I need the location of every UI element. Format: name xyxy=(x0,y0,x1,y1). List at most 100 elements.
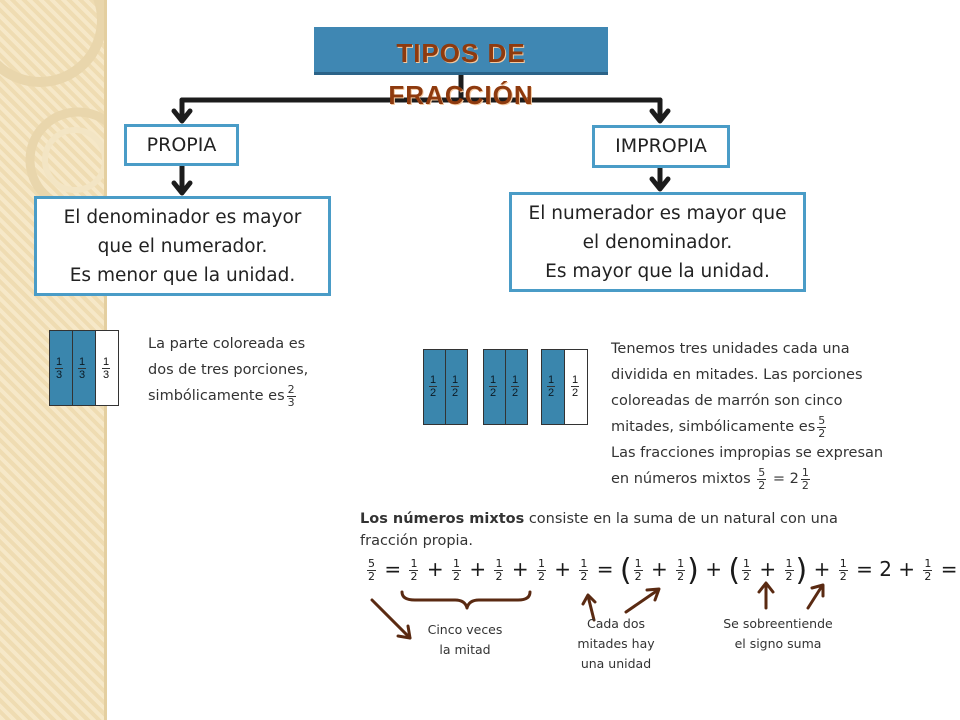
propia-description: La parte coloreada es dos de tres porcio… xyxy=(148,331,328,409)
note-line: el signo suma xyxy=(734,636,822,651)
equals-sign: = xyxy=(596,557,614,581)
propia-label: PROPIA xyxy=(146,134,217,156)
note-line: mitades hay xyxy=(577,636,655,651)
impropia-label-box: IMPROPIA xyxy=(592,125,730,168)
plus-sign: + xyxy=(469,557,487,581)
fraction-numerator: 5 xyxy=(757,465,767,480)
fraction-denominator: 2 xyxy=(368,570,375,583)
plus-sign: + xyxy=(426,557,444,581)
impropia-definition-line: El numerador es mayor que xyxy=(528,202,787,224)
propia-definition-line: El denominador es mayor xyxy=(63,206,302,228)
fraction-denominator: 2 xyxy=(743,570,751,583)
impropia-description-line: coloreadas de marrón son cinco xyxy=(611,393,843,409)
fraction-denominator: 2 xyxy=(410,570,418,583)
fraction-numerator: 1 xyxy=(742,557,752,571)
fraction-numerator: 1 xyxy=(579,557,589,571)
fraction-numerator: 1 xyxy=(409,557,419,571)
mixed-numbers-heading-line2: fracción propia. xyxy=(360,533,474,549)
paren-open: ( xyxy=(619,553,632,588)
fraction-denominator: 2 xyxy=(785,570,793,583)
paren-close: ) xyxy=(795,553,808,588)
plus-sign: + xyxy=(705,557,722,581)
fraction-numerator: 1 xyxy=(800,465,810,480)
fraction-numerator: 1 xyxy=(102,356,111,369)
fraction-numerator: 1 xyxy=(633,557,643,571)
fraction-numerator: 1 xyxy=(511,374,520,387)
propia-definition-box: El denominador es mayor que el numerador… xyxy=(34,196,331,296)
note-line: Se sobreentiende xyxy=(723,616,833,631)
note-cinco-veces: Cinco veces la mitad xyxy=(415,620,515,660)
diagram-title: TIPOS DE FRACCIÓN xyxy=(388,38,534,110)
fraction-numerator: 1 xyxy=(676,557,686,571)
paren-close: ) xyxy=(687,553,699,588)
equals-sign: = xyxy=(940,557,958,581)
fraction-denominator: 2 xyxy=(548,387,555,399)
fraction-denominator: 2 xyxy=(924,570,932,583)
fraction-numerator: 1 xyxy=(55,356,64,369)
propia-definition-line: que el numerador. xyxy=(97,235,268,257)
equals-sign: = xyxy=(384,557,402,581)
propia-label-box: PROPIA xyxy=(124,124,239,166)
fraction-denominator: 3 xyxy=(79,369,86,381)
fraction-numerator: 1 xyxy=(489,374,498,387)
mixed-numbers-heading: Los números mixtos consiste en la suma d… xyxy=(360,508,880,552)
fraction-numerator: 1 xyxy=(451,374,460,387)
fraction-denominator: 2 xyxy=(430,387,437,399)
note-line: Cinco veces xyxy=(427,622,503,637)
note-sobreentiende: Se sobreentiende el signo suma xyxy=(712,614,844,654)
fraction-denominator: 2 xyxy=(572,387,579,399)
fraction-numerator: 1 xyxy=(571,374,580,387)
fraction-denominator: 2 xyxy=(818,426,826,440)
fraction-denominator: 3 xyxy=(56,369,63,381)
propia-description-line: dos de tres porciones, xyxy=(148,362,309,378)
impropia-description-line-text: en números mixtos xyxy=(611,471,751,487)
fraction-numerator: 5 xyxy=(817,413,827,428)
fraction-denominator: 2 xyxy=(537,570,545,583)
note-line: Cada dos xyxy=(586,616,646,631)
propia-definition-line: Es menor que la unidad. xyxy=(69,264,296,286)
fraction-numerator: 1 xyxy=(429,374,438,387)
note-cada-dos: Cada dos mitades hay una unidad xyxy=(566,614,666,674)
equals-sign: = xyxy=(772,471,786,487)
plus-sign: + xyxy=(813,557,831,581)
fraction-numerator: 1 xyxy=(838,557,848,571)
impropia-description-line: Las fracciones impropias se expresan xyxy=(611,445,884,461)
note-line: la mitad xyxy=(439,642,491,657)
paren-open: ( xyxy=(728,553,741,588)
fraction-denominator: 2 xyxy=(495,570,503,583)
plus-sign: + xyxy=(511,557,529,581)
fraction-numerator: 1 xyxy=(451,557,461,571)
fraction-denominator: 3 xyxy=(287,395,295,409)
note-line: una unidad xyxy=(580,656,652,671)
fraction-numerator: 1 xyxy=(78,356,87,369)
impropia-description-line: Tenemos tres unidades cada una xyxy=(611,341,850,357)
fraction-denominator: 2 xyxy=(839,570,847,583)
fraction-denominator: 2 xyxy=(580,570,588,583)
fraction-denominator: 2 xyxy=(634,570,642,583)
impropia-label: IMPROPIA xyxy=(615,135,707,157)
mixed-numbers-heading-bold: Los números mixtos xyxy=(360,511,525,527)
plus-sign: + xyxy=(650,557,668,581)
fraction-numerator: 1 xyxy=(784,557,794,571)
fraction-numerator: 2 xyxy=(286,382,296,397)
plus-sign: + xyxy=(759,557,777,581)
plus-sign: + xyxy=(554,557,572,581)
fraction-denominator: 2 xyxy=(758,478,766,492)
propia-description-line-text: simbólicamente es xyxy=(148,388,285,404)
impropia-description-line: dividida en mitades. Las porciones xyxy=(611,367,863,383)
mixed-whole: 2 xyxy=(879,557,892,581)
impropia-description: Tenemos tres unidades cada una dividida … xyxy=(611,336,911,492)
